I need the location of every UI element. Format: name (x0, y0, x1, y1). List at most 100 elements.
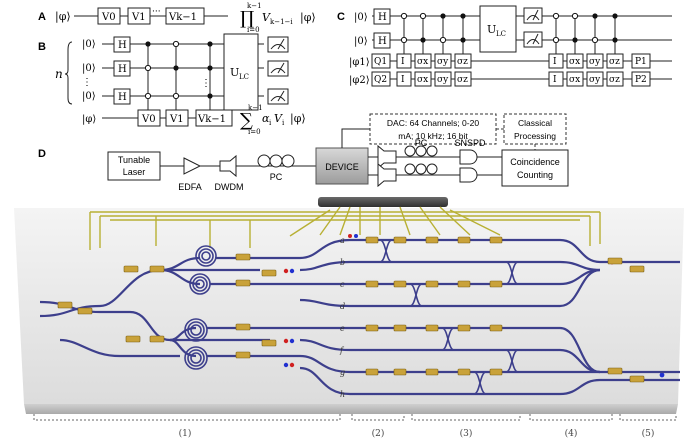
svg-text:DWDM: DWDM (215, 182, 244, 192)
reg-b-1: |0⟩ (82, 63, 96, 74)
svg-text:e: e (340, 324, 345, 333)
svg-text:Laser: Laser (123, 167, 146, 177)
pc-loops-2 (405, 146, 437, 174)
svg-text:P1: P1 (635, 57, 647, 67)
panel-c-label: C (337, 11, 345, 23)
svg-text:P2: P2 (635, 75, 647, 85)
panel-c: C |0⟩ |0⟩ |φ1⟩ |φ2⟩ H H Q1 Q2 I σx σy σz… (337, 6, 672, 86)
svg-text:σy: σy (437, 75, 449, 85)
svg-text:|φ1⟩: |φ1⟩ (349, 57, 370, 68)
snspd-detector-2 (460, 168, 477, 182)
svg-text:Coincidence: Coincidence (510, 157, 560, 167)
edfa-icon (184, 158, 200, 174)
panel-a-ellipsis: ··· (152, 7, 161, 17)
ulc-gate-c (480, 6, 516, 52)
panel-d: D Tunable Laser EDFA DWDM PC DEVICE DAC:… (38, 114, 568, 192)
svg-text:H: H (118, 64, 127, 75)
meter-icons-c (524, 8, 542, 47)
meter-icons-b (268, 37, 288, 104)
section-label-3: (3) (460, 428, 473, 439)
svg-text:σy: σy (589, 75, 601, 85)
section-brackets: (1) (2) (3) (4) (5) (34, 414, 676, 439)
control-columns-c-out (553, 13, 617, 54)
panel-a-label: A (38, 11, 46, 23)
svg-text:σx: σx (569, 57, 580, 67)
panel-b-n: n (55, 67, 63, 81)
svg-text:a: a (340, 236, 345, 245)
svg-text:V0: V0 (141, 114, 156, 125)
product-sub: k−1−i (270, 18, 293, 26)
dwdm-icon (220, 156, 236, 176)
svg-text:PC: PC (270, 172, 283, 182)
svg-text:U: U (487, 23, 496, 36)
svg-text:EDFA: EDFA (178, 182, 202, 192)
svg-text:Tunable: Tunable (118, 155, 150, 165)
svg-text:Counting: Counting (517, 170, 553, 180)
section-label-5: (5) (642, 428, 655, 439)
pc-loops-1 (258, 155, 294, 167)
svg-text:|φ⟩: |φ⟩ (290, 112, 306, 126)
svg-text:h: h (340, 390, 345, 399)
coincidence-counting-box (502, 150, 568, 186)
svg-text:Processing: Processing (514, 131, 556, 141)
svg-text:DEVICE: DEVICE (325, 162, 359, 172)
product-upper: k−1 (247, 2, 262, 10)
product-ket: |φ⟩ (300, 11, 316, 25)
svg-text:H: H (118, 92, 127, 103)
pauli-gates-out: I σx σy σz I σx σy σz (549, 54, 623, 86)
svg-text:c: c (340, 280, 345, 289)
svg-text:σx: σx (417, 57, 428, 67)
svg-text:PC: PC (415, 138, 428, 148)
section-label-2: (2) (372, 428, 385, 439)
svg-text:σx: σx (569, 75, 580, 85)
panel-a: A |φ⟩ V0 V1 ··· Vk−1 ∏ k−1 i=0 V k−1−i |… (38, 2, 316, 34)
gate-vk1-label: Vk−1 (168, 12, 197, 23)
svg-text:Q2: Q2 (374, 75, 387, 85)
control-columns-c (401, 13, 465, 54)
svg-text:Classical: Classical (518, 118, 552, 128)
panel-b-label: B (38, 41, 46, 53)
svg-text:σz: σz (457, 75, 468, 85)
svg-text:d: d (340, 302, 345, 311)
gate-v0-label: V0 (101, 12, 116, 23)
target-b: |φ⟩ (82, 114, 96, 125)
svg-text:σz: σz (609, 75, 620, 85)
svg-text:σz: σz (457, 57, 468, 67)
product-lower: i=0 (247, 26, 260, 34)
svg-text:V1: V1 (169, 114, 184, 125)
panel-d-label: D (38, 148, 46, 160)
svg-text:DAC: 64 Channels; 0-20: DAC: 64 Channels; 0-20 (387, 118, 479, 128)
svg-text:I: I (401, 57, 405, 67)
svg-text:I: I (553, 75, 557, 85)
svg-text:LC: LC (496, 30, 506, 38)
svg-text:k−1: k−1 (248, 104, 263, 112)
svg-text:H: H (378, 36, 387, 47)
svg-text:σy: σy (589, 57, 601, 67)
svg-text:Q1: Q1 (374, 57, 387, 67)
chip-render: a b c d e f g h (14, 197, 684, 414)
gate-v1-label: V1 (131, 12, 146, 23)
svg-text:σy: σy (437, 57, 449, 67)
reg-b-2: |0⟩ (82, 91, 96, 102)
svg-text:|0⟩: |0⟩ (354, 36, 368, 47)
svg-text:H: H (118, 40, 127, 51)
section-label-4: (4) (565, 428, 578, 439)
svg-text:LC: LC (239, 73, 249, 81)
svg-text:b: b (340, 258, 345, 267)
svg-text:|0⟩: |0⟩ (354, 12, 368, 23)
snspd-detector-1 (460, 150, 477, 164)
panel-a-input: |φ⟩ (55, 10, 71, 24)
pauli-gates-in: I σx σy σz I σx σy σz (397, 54, 471, 86)
svg-text:|φ2⟩: |φ2⟩ (349, 75, 370, 86)
svg-text:I: I (553, 57, 557, 67)
svg-text:i: i (269, 119, 272, 127)
section-label-1: (1) (179, 428, 192, 439)
svg-text:SNSPD: SNSPD (454, 138, 486, 148)
svg-text:I: I (401, 75, 405, 85)
svg-text:i: i (282, 119, 285, 127)
svg-text:Vk−1: Vk−1 (197, 114, 226, 125)
panel-b: B n |0⟩ |0⟩ |0⟩ H H H ⋮ ⋮ (38, 34, 306, 136)
ulc-b-label: U (230, 66, 239, 79)
svg-text:σz: σz (609, 57, 620, 67)
